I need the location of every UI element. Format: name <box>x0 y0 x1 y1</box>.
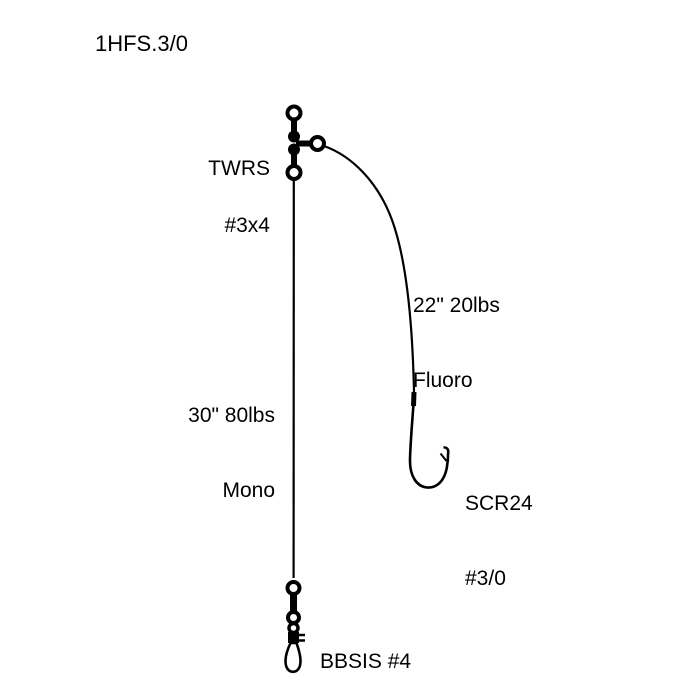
snap-clasp-body <box>288 632 299 643</box>
dropper-line-label-line2: Fluoro <box>413 369 473 392</box>
bottom-snap-label-line1: BBSIS #4 <box>320 650 412 673</box>
top-swivel-label-line2: #3x4 <box>224 214 270 237</box>
snap-loop <box>284 641 302 674</box>
snap-swivel-mid-ring <box>286 610 301 625</box>
fluoro-dropper-line <box>323 144 416 393</box>
swivel-bottom-ring <box>285 164 303 181</box>
hook-barb <box>439 452 448 462</box>
top-swivel-label: TWRS #3x4 <box>160 121 270 273</box>
dropper-line-label-line1: 22" 20lbs <box>413 294 500 317</box>
hook-eye <box>411 391 417 407</box>
top-swivel-label-line1: TWRS <box>208 157 270 180</box>
main-line-label-line1: 30" 80lbs <box>188 404 275 427</box>
hook-label-line1: SCR24 <box>465 492 533 515</box>
swivel-upper-barrel <box>291 119 297 132</box>
snap-swivel-barrel <box>290 594 297 612</box>
snap-swivel-icon <box>284 580 305 674</box>
swivel-bead-upper <box>288 130 300 143</box>
swivel-top-ring <box>285 104 303 122</box>
three-way-swivel-icon <box>285 104 326 181</box>
hook-shank-and-bend <box>408 403 450 489</box>
page-title: 1HFS.3/0 <box>95 31 188 56</box>
main-line-label-line2: Mono <box>222 479 275 502</box>
swivel-side-arm <box>296 140 311 147</box>
snap-swivel-small-ring <box>287 621 300 635</box>
swivel-lower-barrel <box>291 154 297 167</box>
swivel-arm-ring <box>309 135 326 152</box>
main-line-label: 30" 80lbs Mono <box>155 353 275 553</box>
hook-label-line2: #3/0 <box>465 567 506 590</box>
dropper-line-label: 22" 20lbs Fluoro <box>413 243 500 443</box>
hook-icon <box>408 391 450 489</box>
bottom-snap-label: BBSIS #4 <box>320 599 411 700</box>
snap-swivel-top-ring <box>285 580 302 596</box>
hook-label: SCR24 #3/0 <box>465 441 533 641</box>
